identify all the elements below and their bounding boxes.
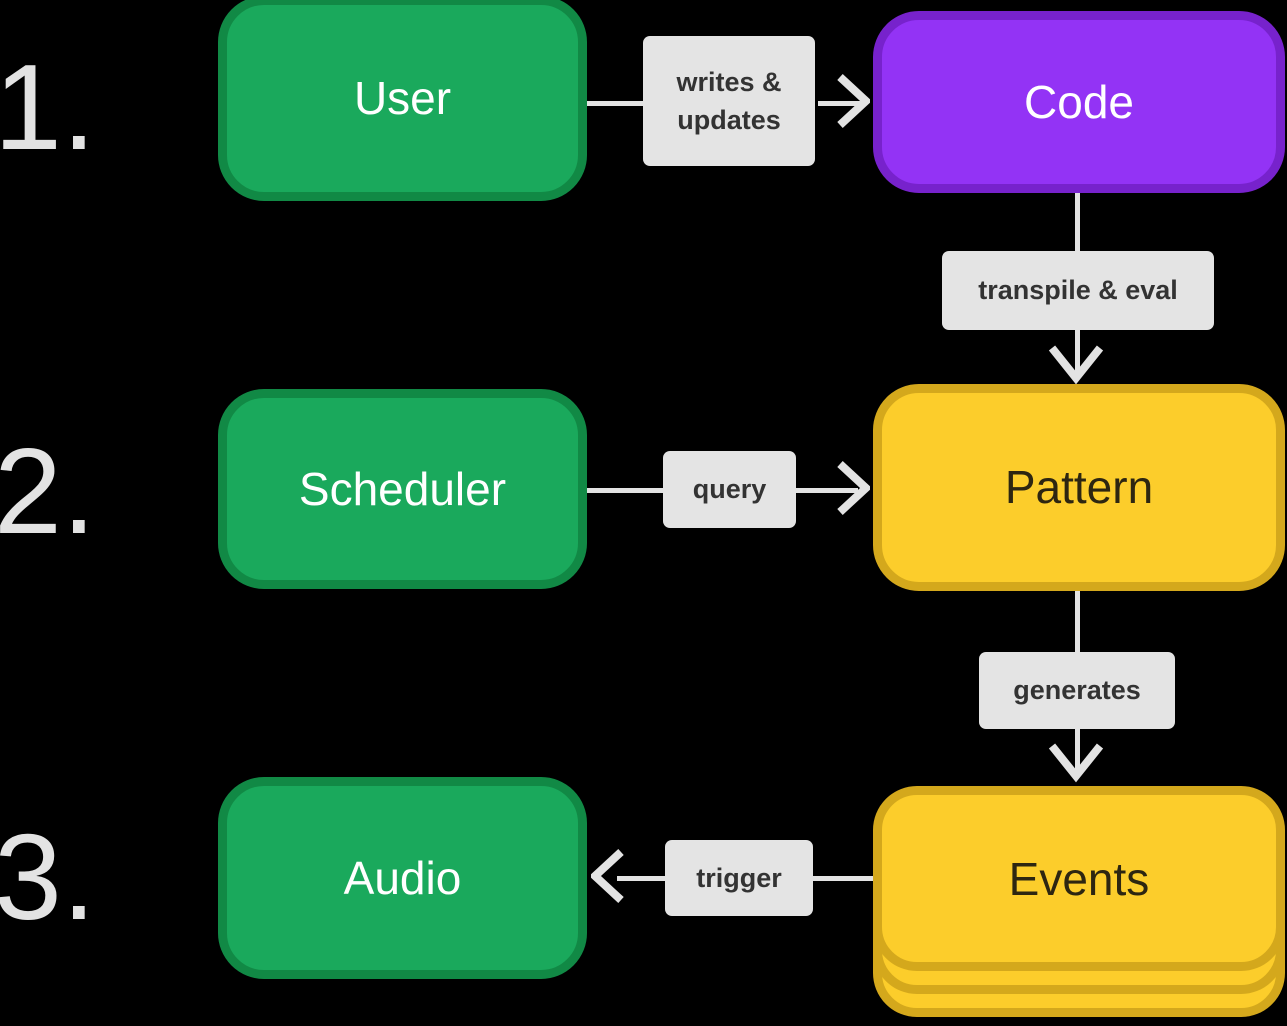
connector-code-to-label <box>1075 193 1080 251</box>
node-pattern-label: Pattern <box>1004 461 1154 514</box>
node-events-label: Events <box>1008 852 1150 905</box>
connector-label-to-pattern-2 <box>795 488 858 493</box>
connector-label-to-events <box>1075 729 1080 771</box>
connector-label-to-pattern <box>1075 330 1080 374</box>
node-code[interactable]: Code <box>873 11 1285 193</box>
node-audio[interactable]: Audio <box>218 777 587 979</box>
connector-scheduler-to-label <box>587 488 665 493</box>
node-pattern[interactable]: Pattern <box>873 384 1285 591</box>
edge-label-transpile-eval: transpile & eval <box>942 251 1214 330</box>
connector-label-to-code <box>818 101 860 106</box>
connector-user-to-label <box>587 101 647 106</box>
arrowhead-right-to-code <box>836 73 870 129</box>
step-number-3: 3. <box>0 809 96 945</box>
node-code-label: Code <box>1024 75 1134 128</box>
connector-events-to-label <box>812 876 877 881</box>
edge-label-writes-updates: writes & updates <box>643 36 815 166</box>
connector-pattern-to-label <box>1075 591 1080 652</box>
node-scheduler[interactable]: Scheduler <box>218 389 587 589</box>
edge-label-trigger: trigger <box>665 840 813 916</box>
step-number-1: 1. <box>0 39 96 175</box>
step-number-2: 2. <box>0 423 96 559</box>
arrowhead-right-to-pattern <box>836 460 870 516</box>
node-scheduler-label: Scheduler <box>298 462 507 515</box>
arrowhead-down-to-events <box>1048 742 1104 786</box>
edge-label-generates: generates <box>979 652 1175 729</box>
arrowhead-down-to-pattern <box>1048 344 1104 388</box>
node-user-label: User <box>353 72 452 125</box>
node-audio-label: Audio <box>343 851 462 904</box>
node-events[interactable]: Events <box>873 786 1285 1026</box>
node-events-stack-layer-1: Events <box>873 786 1285 971</box>
connector-label-to-audio <box>617 876 667 881</box>
edge-label-query: query <box>663 451 796 528</box>
node-user[interactable]: User <box>218 0 587 201</box>
arrowhead-left-to-audio <box>591 848 625 904</box>
